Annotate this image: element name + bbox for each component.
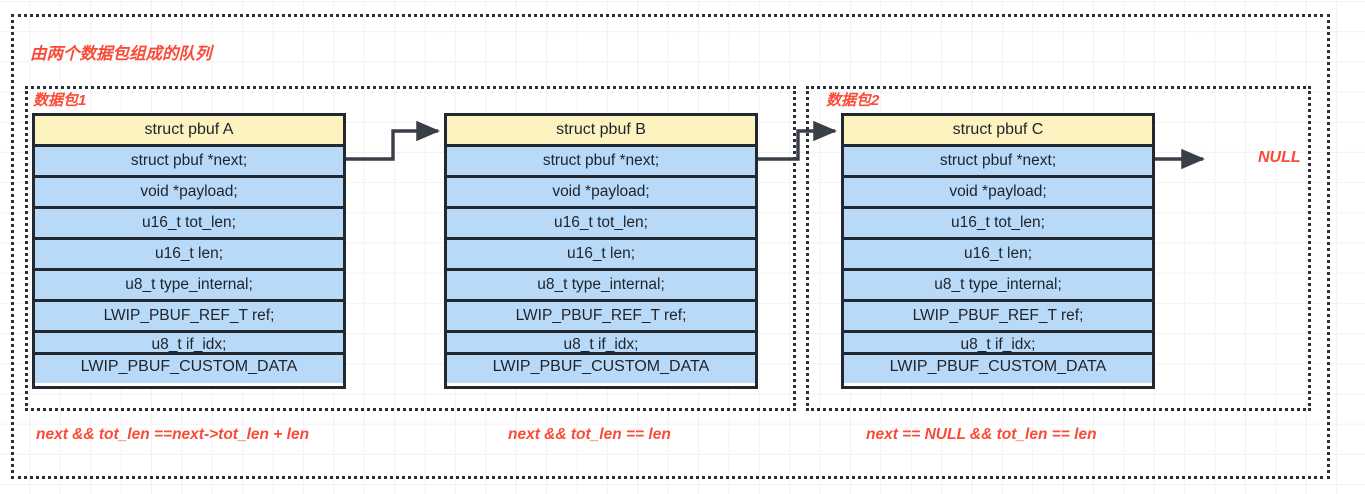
group-queue-label: 由两个数据包组成的队列 [30, 45, 212, 63]
struct-field-payload: void *payload; [35, 178, 343, 209]
struct-header-pbuf-a: struct pbuf A [35, 116, 343, 147]
annotation-packet-a: next && tot_len ==next->tot_len + len [36, 426, 310, 443]
struct-header-label: struct pbuf A [144, 121, 234, 138]
struct-field-label: LWIP_PBUF_REF_T ref; [103, 307, 275, 325]
struct-field-label: LWIP_PBUF_REF_T ref; [912, 307, 1084, 325]
struct-field-label: void *payload; [949, 183, 1047, 201]
struct-field-custom-data: LWIP_PBUF_CUSTOM_DATA [844, 355, 1152, 383]
struct-field-label: struct pbuf *next; [939, 152, 1057, 170]
struct-field-next: struct pbuf *next; [447, 147, 755, 178]
struct-field-custom-data: LWIP_PBUF_CUSTOM_DATA [447, 355, 755, 383]
group-packet2 [806, 86, 1311, 411]
struct-field-tot-len: u16_t tot_len; [447, 209, 755, 240]
group-packet1 [25, 86, 796, 411]
struct-field-if-idx: u8_t if_idx; [844, 333, 1152, 355]
struct-field-payload: void *payload; [844, 178, 1152, 209]
struct-box-pbuf-b: struct pbuf B struct pbuf *next; void *p… [444, 113, 758, 389]
group-queue [11, 14, 1330, 479]
struct-header-pbuf-b: struct pbuf B [447, 116, 755, 147]
struct-field-label: u8_t type_internal; [125, 276, 253, 294]
struct-field-label: u16_t tot_len; [142, 214, 236, 232]
struct-box-pbuf-c: struct pbuf C struct pbuf *next; void *p… [841, 113, 1155, 389]
struct-field-ref: LWIP_PBUF_REF_T ref; [844, 302, 1152, 333]
struct-field-next: struct pbuf *next; [844, 147, 1152, 178]
group-packet1-label: 数据包1 [33, 92, 87, 109]
struct-field-ref: LWIP_PBUF_REF_T ref; [35, 302, 343, 333]
struct-field-label: LWIP_PBUF_CUSTOM_DATA [492, 358, 710, 375]
annotation-packet-c: next == NULL && tot_len == len [866, 426, 1097, 443]
struct-field-label: u16_t len; [154, 245, 224, 263]
struct-field-label: u8_t if_idx; [151, 336, 227, 353]
struct-field-label: struct pbuf *next; [542, 152, 660, 170]
struct-field-label: u16_t len; [963, 245, 1033, 263]
struct-field-tot-len: u16_t tot_len; [35, 209, 343, 240]
struct-field-label: u8_t type_internal; [537, 276, 665, 294]
struct-field-label: u16_t len; [566, 245, 636, 263]
struct-field-if-idx: u8_t if_idx; [447, 333, 755, 355]
struct-field-tot-len: u16_t tot_len; [844, 209, 1152, 240]
struct-header-label: struct pbuf B [556, 121, 646, 138]
struct-header-label: struct pbuf C [952, 121, 1044, 138]
struct-field-custom-data: LWIP_PBUF_CUSTOM_DATA [35, 355, 343, 383]
group-packet2-label: 数据包2 [826, 92, 880, 109]
struct-field-next: struct pbuf *next; [35, 147, 343, 178]
struct-field-label: LWIP_PBUF_CUSTOM_DATA [889, 358, 1107, 375]
struct-header-pbuf-c: struct pbuf C [844, 116, 1152, 147]
struct-field-label: void *payload; [552, 183, 650, 201]
struct-box-pbuf-a: struct pbuf A struct pbuf *next; void *p… [32, 113, 346, 389]
annotation-packet-b: next && tot_len == len [508, 426, 671, 443]
struct-field-len: u16_t len; [35, 240, 343, 271]
struct-field-len: u16_t len; [844, 240, 1152, 271]
struct-field-type-internal: u8_t type_internal; [35, 271, 343, 302]
struct-field-label: void *payload; [140, 183, 238, 201]
struct-field-type-internal: u8_t type_internal; [844, 271, 1152, 302]
struct-field-label: LWIP_PBUF_CUSTOM_DATA [80, 358, 298, 375]
struct-field-ref: LWIP_PBUF_REF_T ref; [447, 302, 755, 333]
struct-field-label: u8_t type_internal; [934, 276, 1062, 294]
struct-field-label: u16_t tot_len; [554, 214, 648, 232]
struct-field-type-internal: u8_t type_internal; [447, 271, 755, 302]
null-label: NULL [1258, 149, 1301, 166]
struct-field-if-idx: u8_t if_idx; [35, 333, 343, 355]
struct-field-label: u8_t if_idx; [563, 336, 639, 353]
struct-field-payload: void *payload; [447, 178, 755, 209]
struct-field-label: struct pbuf *next; [130, 152, 248, 170]
struct-field-len: u16_t len; [447, 240, 755, 271]
struct-field-label: u8_t if_idx; [960, 336, 1036, 353]
struct-field-label: LWIP_PBUF_REF_T ref; [515, 307, 687, 325]
struct-field-label: u16_t tot_len; [951, 214, 1045, 232]
